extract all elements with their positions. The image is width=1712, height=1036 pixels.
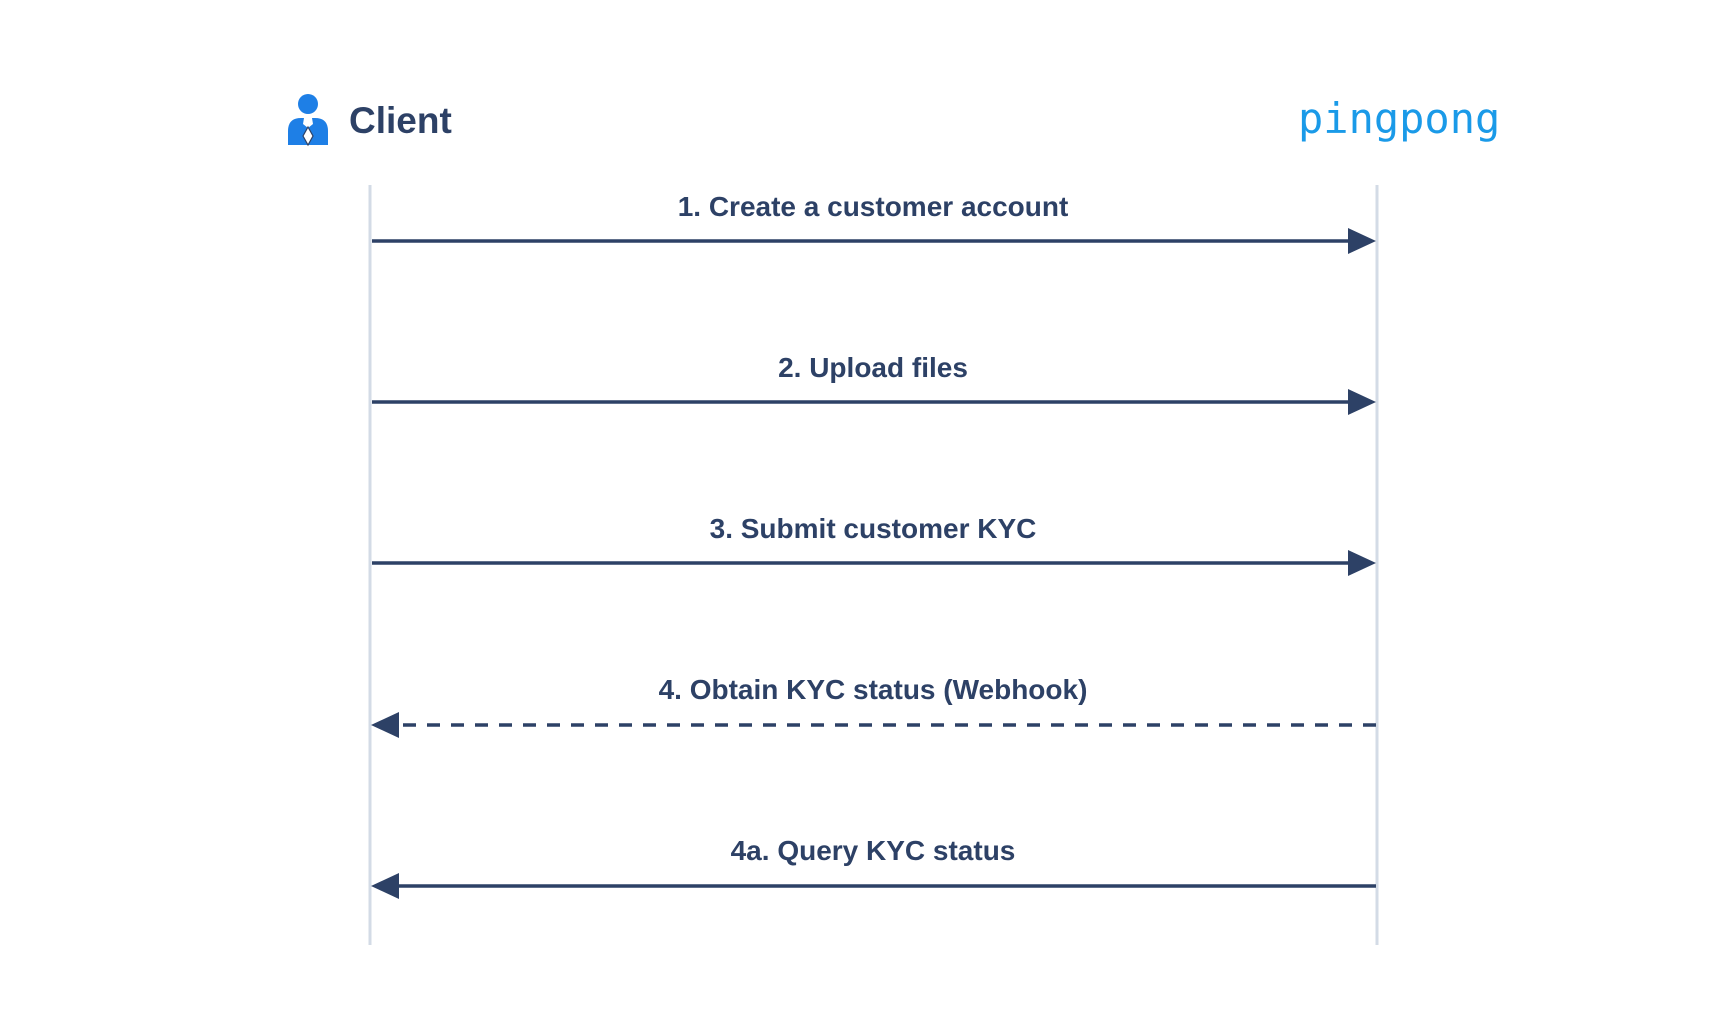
message-4: 4. Obtain KYC status (Webhook): [371, 674, 1376, 738]
arrowhead-left: [371, 712, 399, 738]
user-with-tie-icon: [288, 94, 328, 147]
message-label: 4a. Query KYC status: [731, 835, 1016, 866]
arrowhead-right: [1348, 550, 1376, 576]
client-label: Client: [349, 100, 452, 141]
client-participant: Client: [288, 94, 452, 147]
message-label: 1. Create a customer account: [678, 191, 1069, 222]
message-3: 3. Submit customer KYC: [372, 513, 1376, 576]
arrowhead-right: [1348, 389, 1376, 415]
pingpong-logo: pingpong: [1298, 94, 1500, 143]
arrowhead-left: [371, 873, 399, 899]
arrowhead-right: [1348, 228, 1376, 254]
message-4a: 4a. Query KYC status: [371, 835, 1376, 899]
message-label: 4. Obtain KYC status (Webhook): [659, 674, 1088, 705]
message-1: 1. Create a customer account: [372, 191, 1376, 254]
message-label: 2. Upload files: [778, 352, 968, 383]
message-2: 2. Upload files: [372, 352, 1376, 415]
message-label: 3. Submit customer KYC: [710, 513, 1037, 544]
server-participant: pingpong: [1298, 94, 1500, 143]
